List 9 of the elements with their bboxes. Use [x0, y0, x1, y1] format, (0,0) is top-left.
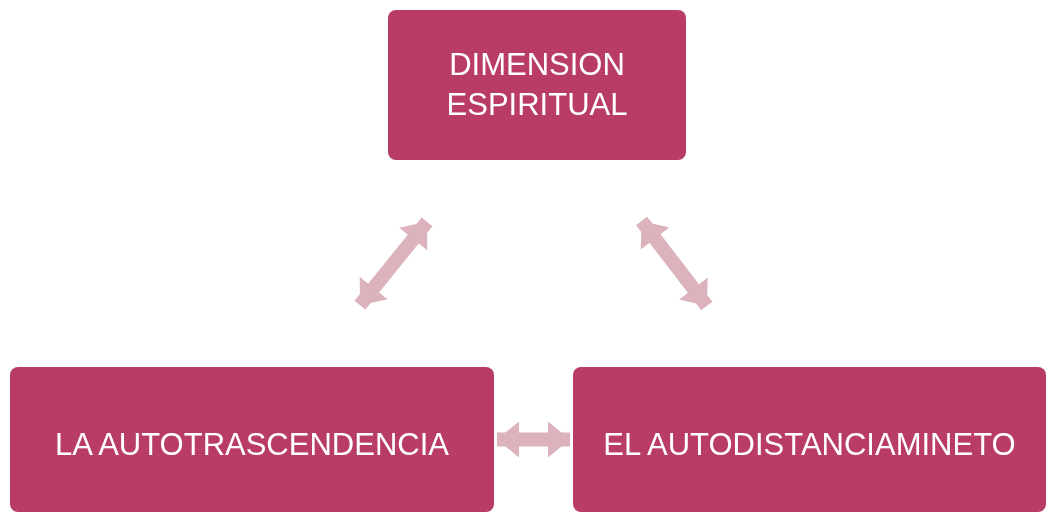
box-label: DIMENSION ESPIRITUAL: [445, 45, 629, 124]
double-arrow: [636, 216, 713, 311]
box-label: EL AUTODISTANCIAMINETO: [603, 426, 1016, 465]
concept-box: [10, 367, 494, 512]
box-label: LA AUTOTRASCENDENCIA: [55, 426, 449, 465]
concept-box: [573, 367, 1046, 512]
double-arrow: [354, 217, 433, 310]
double-arrow: [497, 421, 570, 458]
concept-box: [388, 10, 686, 160]
